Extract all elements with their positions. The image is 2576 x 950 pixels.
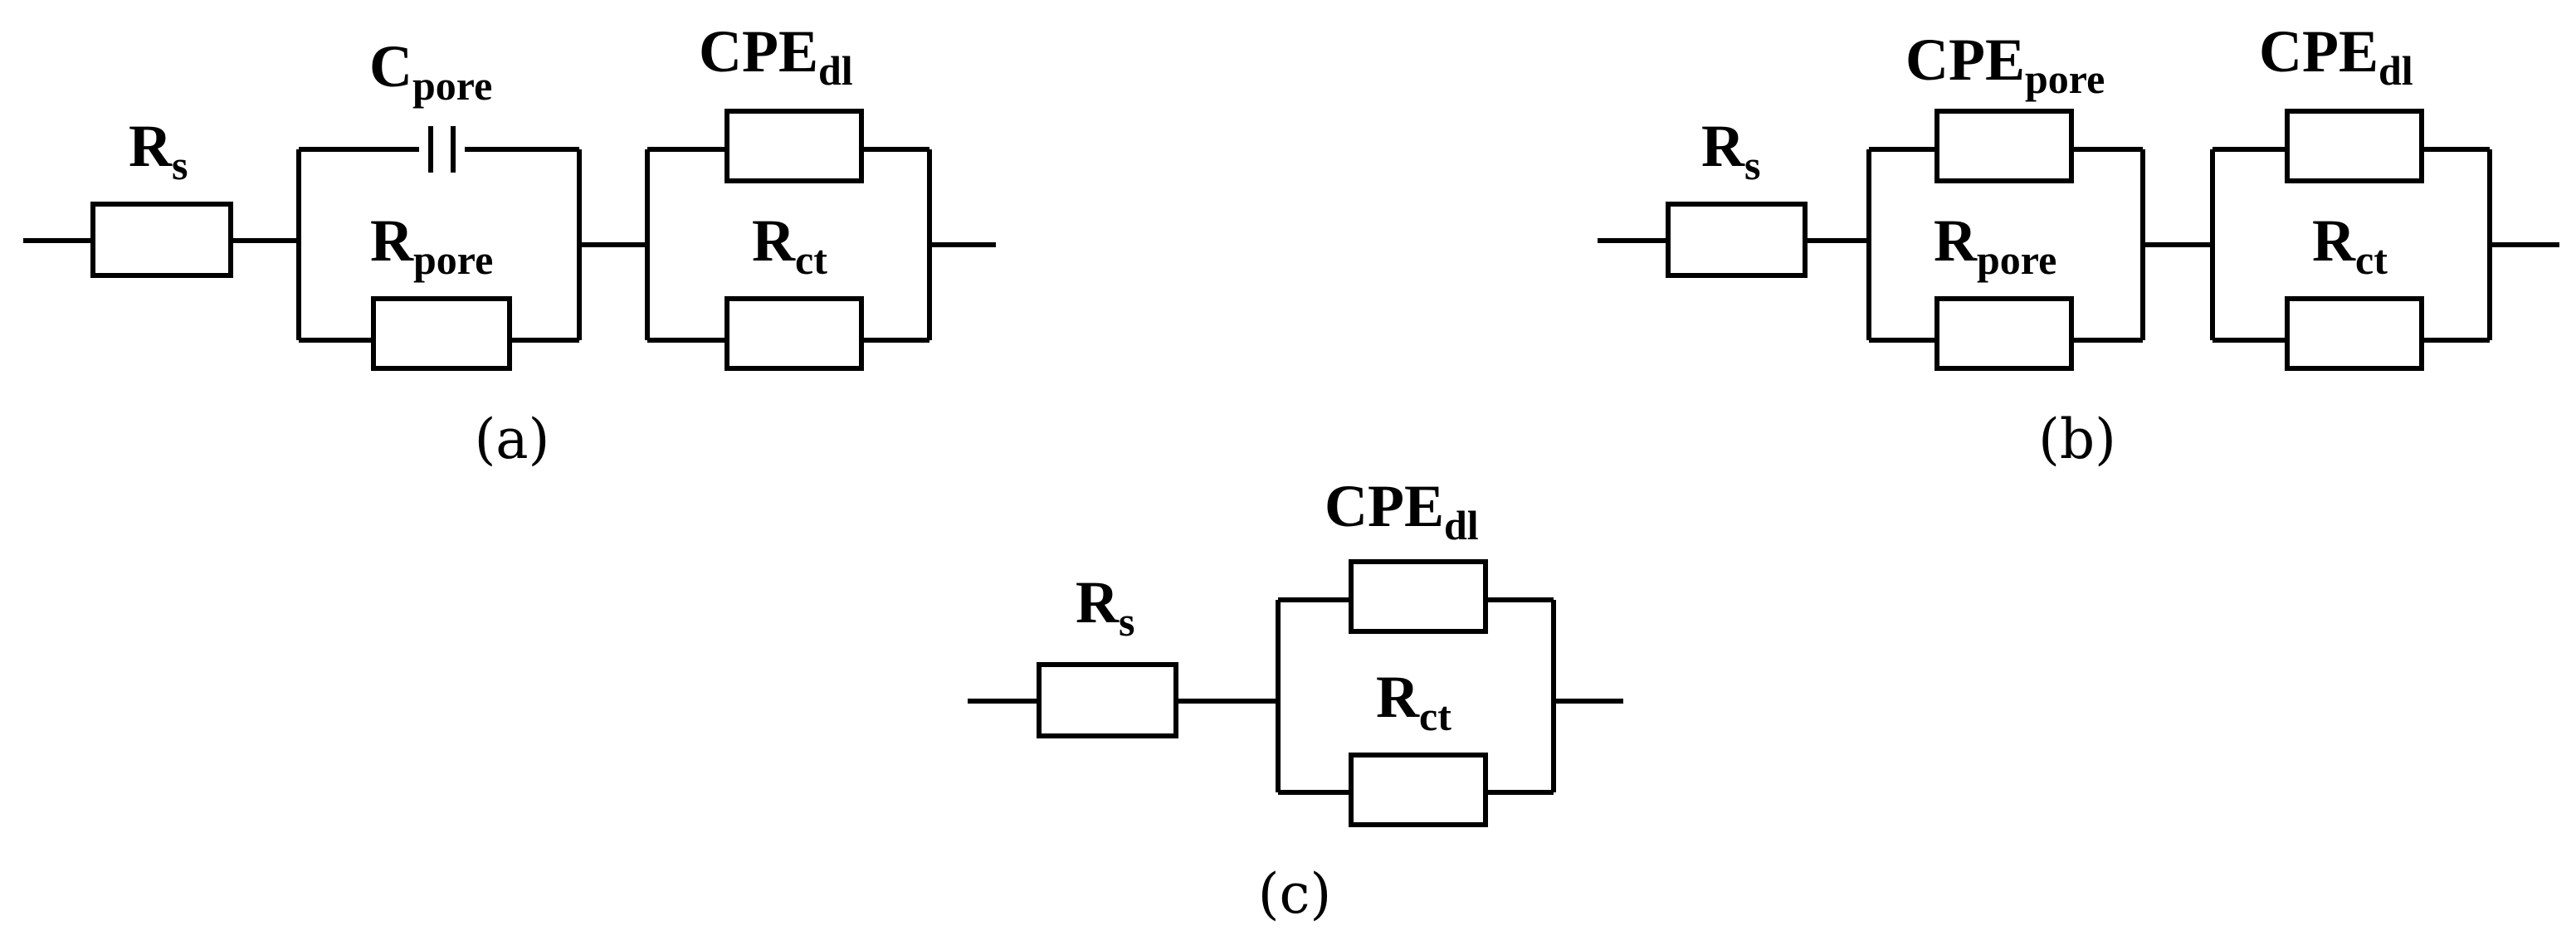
circuit-b-rs-resistor <box>1666 202 1808 278</box>
circuit-b-caption: (b) <box>2038 407 2116 471</box>
circuit-a-wires <box>23 147 996 343</box>
circuit-a-r-ct-label: Rct <box>752 207 827 283</box>
circuit-a-r-ct-resistor <box>724 296 864 371</box>
circuit-b: Rs CPEpore Rpore CPEdl Rct (b) <box>1598 18 2559 471</box>
circuit-b-rs-label: Rs <box>1701 113 1760 188</box>
circuit-c-r-ct-label: Rct <box>1376 664 1451 739</box>
circuit-a-rs-label: Rs <box>129 113 188 188</box>
circuit-c-caption: (c) <box>1258 862 1331 926</box>
circuit-b-cpe-pore-element <box>1934 109 2074 183</box>
circuit-a-r-pore-label: Rpore <box>370 207 493 283</box>
circuit-a-caption: (a) <box>475 407 550 471</box>
circuit-c-rs-label: Rs <box>1076 569 1134 645</box>
circuit-b-r-ct-resistor <box>2285 296 2424 371</box>
circuit-a-cpe-dl-label: CPEdl <box>699 18 853 94</box>
circuit-a-c-pore-capacitor <box>428 126 456 173</box>
circuit-b-wires <box>1598 147 2559 343</box>
circuit-b-cpe-pore-label: CPEpore <box>1905 27 2105 102</box>
circuit-a-r-pore-resistor <box>371 296 512 371</box>
circuit-b-r-pore-resistor <box>1934 296 2074 371</box>
circuit-a-cpe-dl-element <box>724 109 864 183</box>
circuit-a-c-pore-label: Cpore <box>369 33 492 109</box>
circuit-c-wires <box>968 597 1623 795</box>
circuit-c: Rs CPEdl Rct (c) <box>968 473 1623 926</box>
circuit-c-cpe-dl-label: CPEdl <box>1325 473 1479 548</box>
circuit-b-cpe-dl-label: CPEdl <box>2259 18 2413 94</box>
circuit-b-r-ct-label: Rct <box>2312 207 2388 283</box>
circuit-a-rs-resistor <box>90 202 233 278</box>
circuit-b-cpe-dl-element <box>2285 109 2424 183</box>
circuit-a: Rs Cpore Rpore CPEdl Rct (a) <box>23 18 996 471</box>
circuit-b-r-pore-label: Rpore <box>1934 207 2056 283</box>
circuit-c-rs-resistor <box>1037 662 1178 738</box>
circuit-c-r-ct-resistor <box>1349 753 1488 827</box>
circuit-c-cpe-dl-element <box>1349 559 1488 634</box>
